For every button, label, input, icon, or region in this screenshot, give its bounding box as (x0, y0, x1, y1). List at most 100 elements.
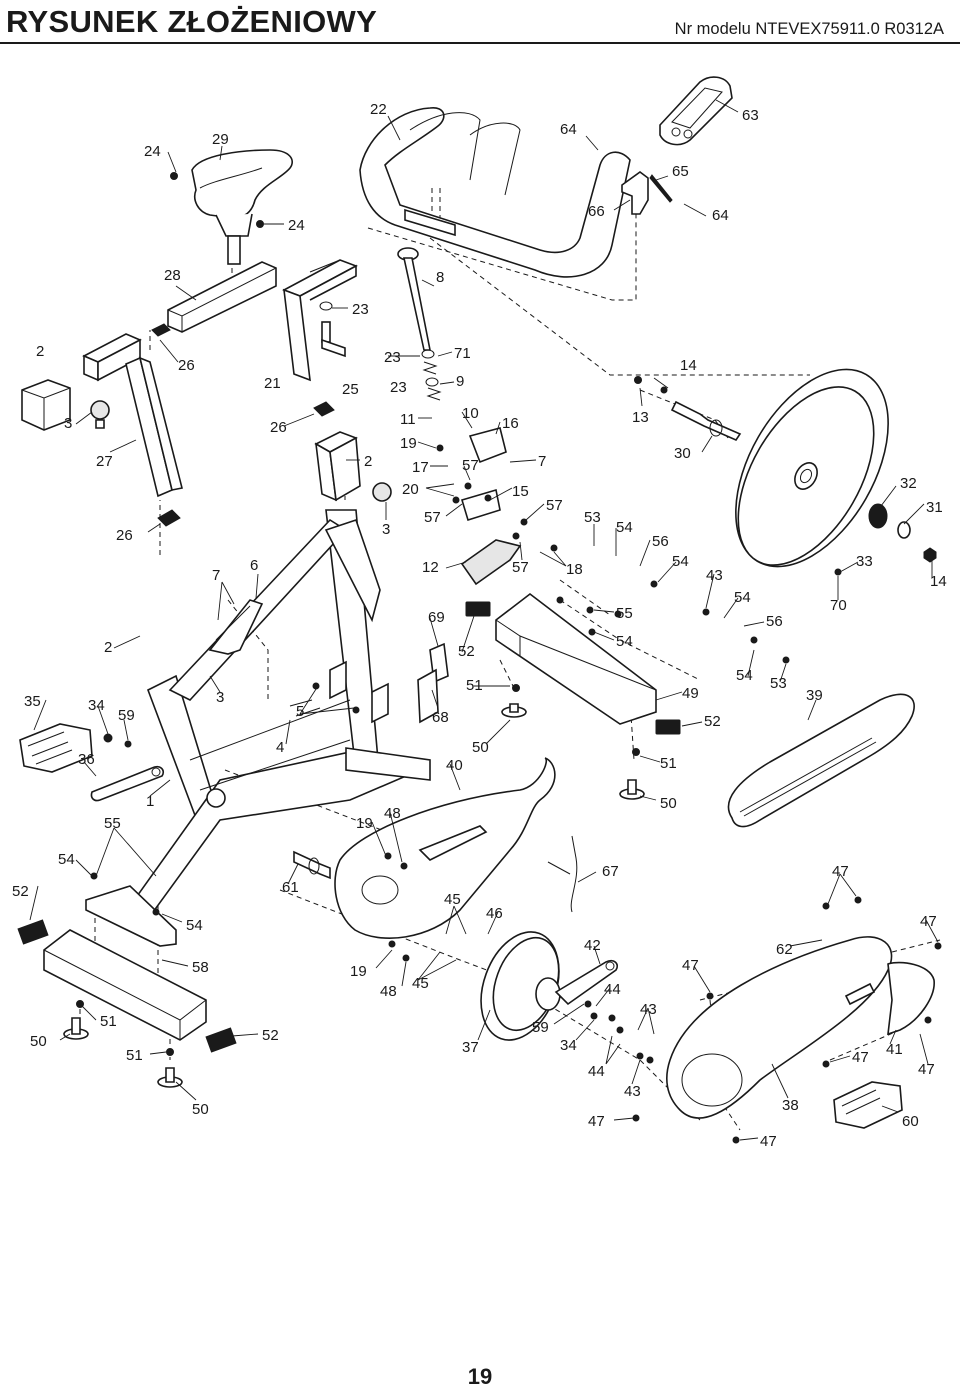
callout-19: 19 (350, 963, 367, 980)
callout-39: 39 (806, 687, 823, 704)
callout-21: 21 (264, 375, 281, 392)
callout-53: 53 (770, 675, 787, 692)
callout-14: 14 (680, 357, 697, 374)
callout-35: 35 (24, 693, 41, 710)
callout-10: 10 (462, 405, 479, 422)
callout-47: 47 (918, 1061, 935, 1078)
callout-56: 56 (652, 533, 669, 550)
callout-50: 50 (30, 1033, 47, 1050)
seat-frame-tube (125, 356, 183, 498)
callout-31: 31 (926, 499, 943, 516)
callout-25: 25 (342, 381, 359, 398)
callout-54: 54 (58, 851, 75, 868)
drive-belt (727, 693, 915, 828)
callout-57: 57 (462, 457, 479, 474)
square-tube-parts (21, 333, 142, 431)
page-title: RYSUNEK ZŁOŻENIOWY (6, 4, 378, 39)
callout-38: 38 (782, 1097, 799, 1114)
crank-arm-right (554, 959, 619, 1006)
guard-end-cap (887, 961, 935, 1036)
console-bracket (621, 171, 673, 215)
callout-11: 11 (400, 411, 416, 428)
callout-67: 67 (602, 863, 619, 880)
callout-51: 51 (126, 1047, 143, 1064)
callout-3: 3 (216, 689, 224, 706)
rear-stabilizer (495, 592, 657, 725)
adjustment-knob (397, 247, 431, 351)
callout-48: 48 (380, 983, 397, 1000)
callout-36: 36 (78, 751, 95, 768)
callout-47: 47 (682, 957, 699, 974)
callout-61: 61 (282, 879, 299, 896)
callout-46: 46 (486, 905, 503, 922)
outer-chain-guard (666, 936, 893, 1119)
callout-15: 15 (512, 483, 529, 500)
callout-47: 47 (920, 913, 937, 930)
callout-54: 54 (186, 917, 203, 934)
callout-44: 44 (588, 1063, 605, 1080)
callout-70: 70 (830, 597, 847, 614)
bottle-holder (208, 599, 264, 655)
callout-26: 26 (270, 419, 287, 436)
callout-52: 52 (12, 883, 29, 900)
callout-43: 43 (640, 1001, 657, 1018)
callout-54: 54 (734, 589, 751, 606)
callout-68: 68 (432, 709, 449, 726)
seat-post (282, 259, 358, 382)
callout-5: 5 (296, 703, 304, 720)
bottom-bracket (293, 850, 331, 880)
callout-12: 12 (422, 559, 439, 576)
callout-62: 62 (776, 941, 793, 958)
main-frame (118, 509, 431, 932)
callout-57: 57 (546, 497, 563, 514)
console (659, 76, 733, 146)
hardware-bolts (76, 172, 942, 1144)
callout-55: 55 (616, 605, 633, 622)
page-number: 19 (467, 1364, 493, 1389)
page-header: RYSUNEK ZŁOŻENIOWY Nr modelu NTEVEX75911… (0, 0, 960, 44)
callout-24: 24 (288, 217, 305, 234)
callout-22: 22 (370, 101, 387, 118)
handlebar (359, 107, 631, 278)
callout-6: 6 (250, 557, 258, 574)
callout-45: 45 (444, 891, 461, 908)
inner-chain-guard (334, 757, 556, 939)
seat (191, 149, 294, 265)
callout-27: 27 (96, 453, 113, 470)
pedal-right (833, 1081, 903, 1129)
callout-23: 23 (390, 379, 407, 396)
callout-64: 64 (712, 207, 729, 224)
callout-71: 71 (454, 345, 471, 362)
crank-arm-left (90, 765, 165, 802)
callout-51: 51 (466, 677, 483, 694)
callout-19: 19 (400, 435, 417, 452)
callout-50: 50 (472, 739, 489, 756)
pedal-left (19, 723, 93, 773)
callout-48: 48 (384, 805, 401, 822)
callout-7: 7 (538, 453, 546, 470)
front-stabilizer (43, 929, 207, 1041)
callout-2: 2 (364, 453, 372, 470)
drive-pulley (480, 931, 561, 1041)
callout-58: 58 (192, 959, 209, 976)
callout-28: 28 (164, 267, 181, 284)
callout-59: 59 (118, 707, 135, 724)
post-hardware (319, 301, 442, 401)
callout-2: 2 (104, 639, 112, 656)
callout-50: 50 (660, 795, 677, 812)
callout-34: 34 (560, 1037, 577, 1054)
callout-47: 47 (588, 1113, 605, 1130)
callout-19: 19 (356, 815, 373, 832)
callout-59: 59 (532, 1019, 549, 1036)
callout-54: 54 (736, 667, 753, 684)
brake-block (460, 539, 522, 586)
callout-47: 47 (852, 1049, 869, 1066)
callout-69: 69 (428, 609, 445, 626)
callout-13: 13 (632, 409, 649, 426)
callout-52: 52 (262, 1027, 279, 1044)
callout-54: 54 (672, 553, 689, 570)
callout-3: 3 (382, 521, 390, 538)
callout-51: 51 (660, 755, 677, 772)
callout-20: 20 (402, 481, 419, 498)
leader-lines (29, 99, 939, 1141)
